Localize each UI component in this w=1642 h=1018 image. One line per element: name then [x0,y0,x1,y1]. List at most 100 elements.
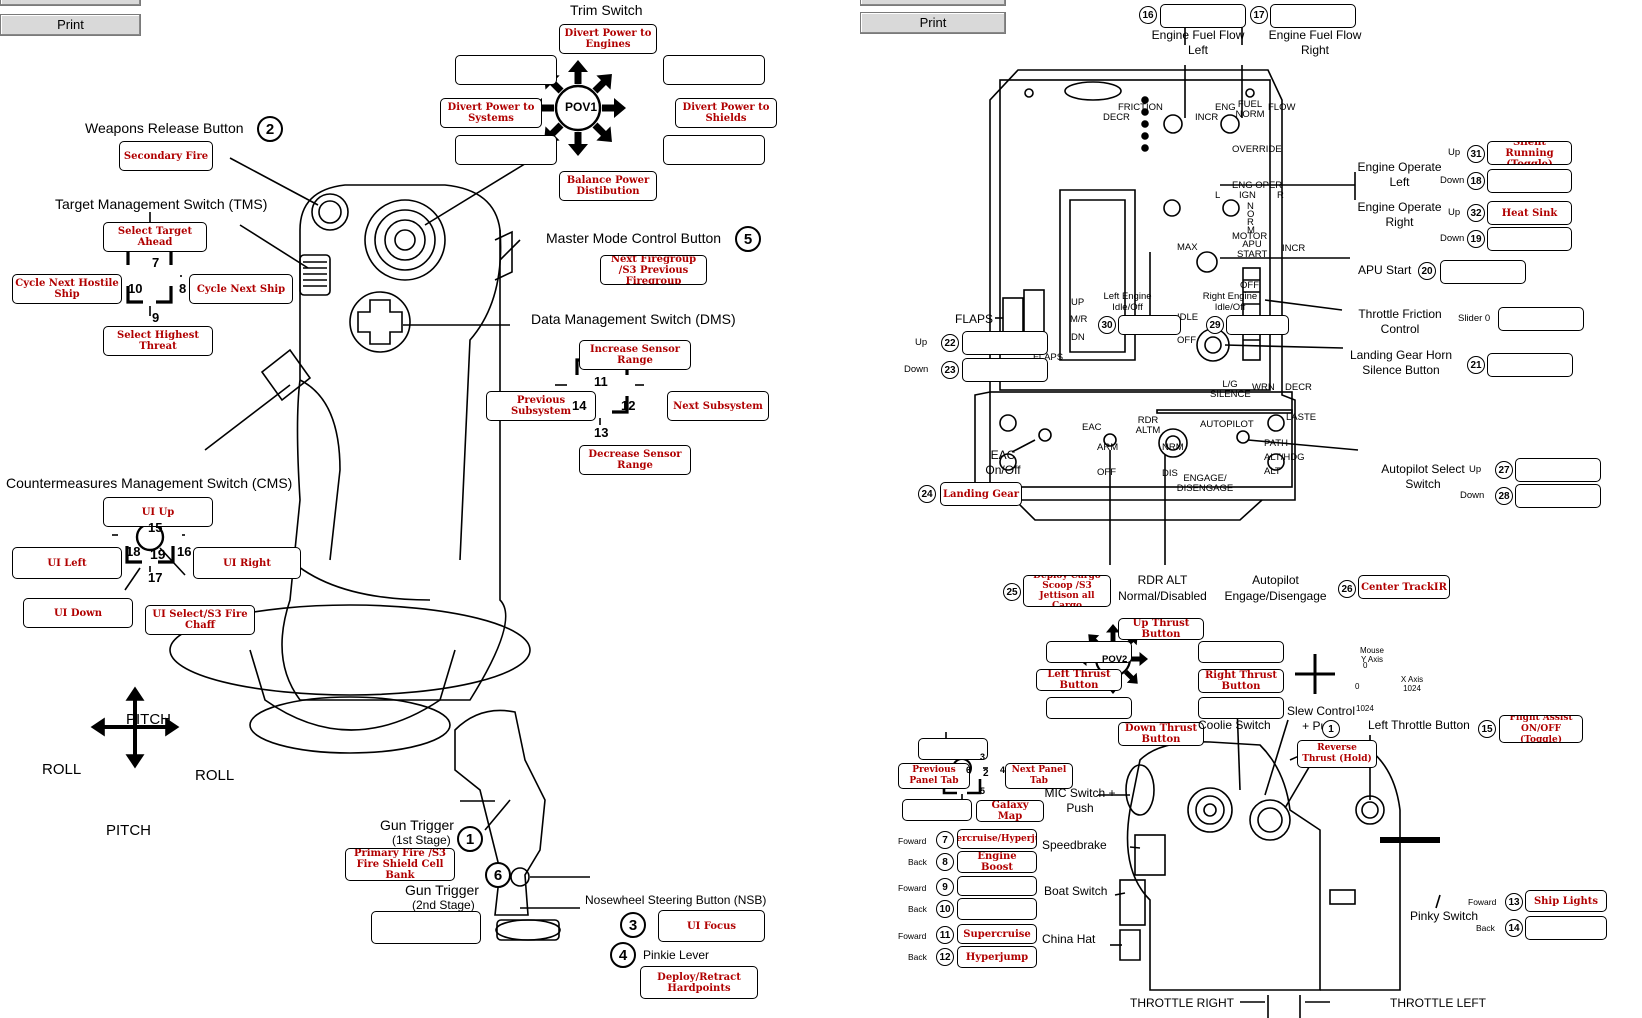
pov2-left-box[interactable]: Left Thrust Button [1036,669,1122,691]
flaps-small: FLAPS [1033,352,1064,363]
pov1-upright-box[interactable] [663,55,765,85]
pov2-downright-box[interactable] [1198,697,1284,719]
l-small: L [1215,190,1221,201]
eac-box[interactable]: Landing Gear [940,482,1022,506]
pinky-fwd-num: 13 [1505,893,1523,911]
pov1-arrows-arrow-0 [602,98,626,118]
tms-left-box[interactable]: Cycle Next Hostile Ship [12,274,122,304]
gun-trigger2-box[interactable] [371,911,481,944]
pov2-upright-box[interactable] [1198,641,1284,663]
speedbrake-fwd-box[interactable]: Supercruise/Hyperjump [957,829,1037,849]
eng-oper-right-up-box[interactable]: Heat Sink [1487,201,1572,225]
override-small: OVERRIDE [1232,144,1282,155]
reverse-thrust-box[interactable]: Reverse Thrust (Hold) [1297,740,1377,768]
laste-small: LASTE [1286,412,1317,423]
speedbrake-back-box[interactable]: Engine Boost [957,851,1037,873]
boat-label: Boat Switch [1044,884,1108,898]
pinky-back-box[interactable] [1525,916,1607,940]
mic-top-box[interactable] [918,738,988,760]
pov1-upleft-box[interactable] [455,55,557,85]
pov1-down-box[interactable]: Balance Power Distibution [559,171,657,201]
flaps-up-box[interactable] [962,331,1048,355]
side-stick-outline [454,709,546,916]
print-button-right-top-strip [860,0,1006,6]
pov1-arrows-arrow-7 [592,74,612,94]
nrm-small: NRM [1162,442,1184,453]
mic-down-box[interactable] [902,799,972,821]
cms-up-box[interactable]: UI Up [103,497,213,527]
print-button-left[interactable]: Print [0,14,141,36]
console-panel [974,69,1296,501]
cms-press-box[interactable]: UI Select/S3 Fire Chaff [145,605,255,635]
left-engine-num: 30 [1098,316,1116,334]
right-engine-num: 29 [1206,316,1224,334]
dms-up-box[interactable]: Increase Sensor Range [579,340,691,370]
pov2-right-box[interactable]: Right Thrust Button [1198,669,1284,693]
apu-start-box[interactable] [1440,260,1526,284]
autopilot-small: AUTOPILOT [1200,419,1254,430]
dms-left-box[interactable]: Previous Subsystem [486,391,596,421]
nsb-label: Nosewheel Steering Button (NSB) [585,893,767,907]
pov1-up-box[interactable]: Divert Power to Engines [559,24,657,54]
right-engine-box[interactable] [1226,315,1289,335]
fuel-left-box[interactable] [1160,4,1246,28]
eng-oper-left-up-box[interactable]: Silent Running (Toggle) [1487,141,1572,165]
pov2-downleft-box[interactable] [1046,697,1132,719]
boat-back-box[interactable] [957,898,1037,920]
pov2-up-box[interactable]: Up Thrust Button [1118,618,1204,640]
autopilot-select-up-box[interactable] [1515,458,1601,482]
boat-fwd-box[interactable] [957,876,1037,896]
fuel-right-box[interactable] [1270,4,1356,28]
pinky-label: Pinky Switch [1410,909,1479,923]
pinky-fwd-box[interactable]: Ship Lights [1525,890,1607,912]
mic-push-box[interactable]: Galaxy Map [976,800,1044,822]
pov1-downleft-box[interactable] [455,135,557,165]
eng-oper-right-down-num: 19 [1467,230,1485,248]
throttle-friction-box[interactable] [1498,307,1584,331]
cms-num-down: 17 [148,570,163,585]
pinkie-box[interactable]: Deploy/Retract Hardpoints [640,966,758,999]
pov2-upleft-box[interactable] [1046,641,1132,663]
autopilot-select-down-box[interactable] [1515,484,1601,508]
dms-right-box[interactable]: Next Subsystem [667,391,769,421]
autopilot-box[interactable]: Center TrackIR [1358,575,1450,599]
print-button-right[interactable]: Print [860,12,1006,34]
master-mode-box[interactable]: Next Firegroup /S3 Previous Firegroup [600,255,707,285]
tms-up-box[interactable]: Select Target Ahead [103,222,207,252]
eac-label: EAC On/Off [985,448,1021,477]
mic-right-box[interactable]: Next Panel Tab [1005,763,1073,789]
rdr-alt-box[interactable]: Deploy Cargo Scoop /S3 Jettison all Carg… [1023,575,1111,607]
lg-horn-label: Landing Gear Horn Silence Button [1349,348,1453,377]
china-fwd-box[interactable]: Supercruise [957,924,1037,944]
mic-left-box[interactable]: Previous Panel Tab [898,763,970,789]
cms-left-box[interactable]: UI Left [12,547,122,579]
left-throttle-button-box[interactable]: Flight Assist ON/OFF (Toggle) [1499,715,1583,743]
pov2-label: POV2 [1102,654,1128,665]
pov1-downright-box[interactable] [663,135,765,165]
weapons-release-box[interactable]: Secondary Fire [119,141,213,171]
china-back-text: Back [908,952,927,962]
cms-down-box[interactable]: UI Down [23,598,133,628]
tms-num-down: 9 [152,310,160,325]
pov1-right-box[interactable]: Divert Power to Shields [675,98,777,128]
pinky-back-num: 14 [1505,919,1523,937]
stick-base-ring [169,604,531,696]
cms-right-box[interactable]: UI Right [193,547,301,579]
dms-down-box[interactable]: Decrease Sensor Range [579,445,691,475]
eng-oper-right-down-box[interactable] [1487,227,1572,251]
lg-silence-small: L/G SILENCE [1210,379,1251,400]
eng-oper-left-down-box[interactable] [1487,169,1572,193]
lg-horn-box[interactable] [1487,353,1573,377]
tms-down-box[interactable]: Select Highest Threat [103,326,213,356]
pov1-left-box[interactable]: Divert Power to Systems [440,98,542,128]
pov2-down-box[interactable]: Down Thrust Button [1118,722,1204,746]
left-engine-box[interactable] [1118,315,1181,335]
tms-right-box[interactable]: Cycle Next Ship [189,274,293,304]
gun-trigger1-box[interactable]: Primary Fire /S3 Fire Shield Cell Bank [345,848,455,881]
eng-oper-left-label: Engine Operate Left [1357,160,1442,189]
nsb-box[interactable]: UI Focus [658,910,765,942]
china-back-box[interactable]: Hyperjump [957,946,1037,968]
flaps-down-box[interactable] [962,358,1048,382]
